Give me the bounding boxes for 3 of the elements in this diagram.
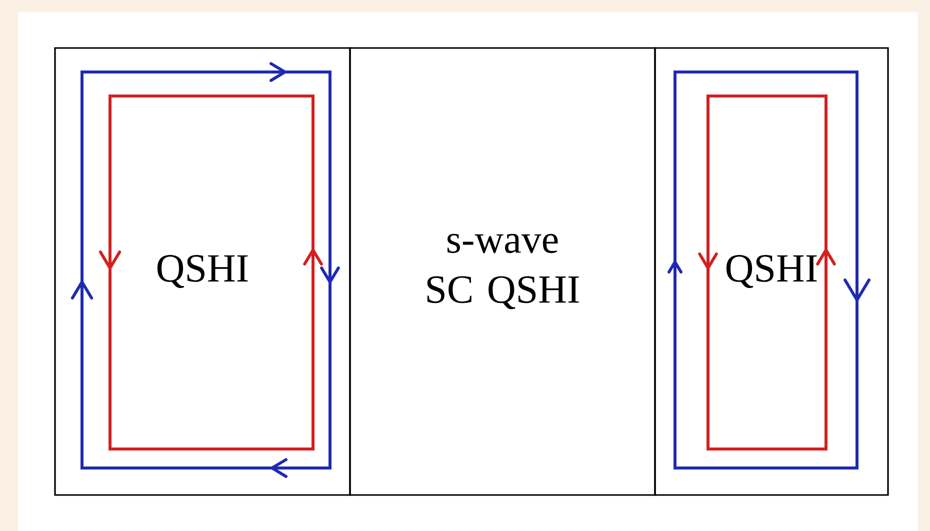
panel-box: s-wave SC QSHI	[349, 47, 656, 496]
panel-box: QSHI	[654, 47, 889, 496]
panel-box: QSHI	[54, 47, 351, 496]
